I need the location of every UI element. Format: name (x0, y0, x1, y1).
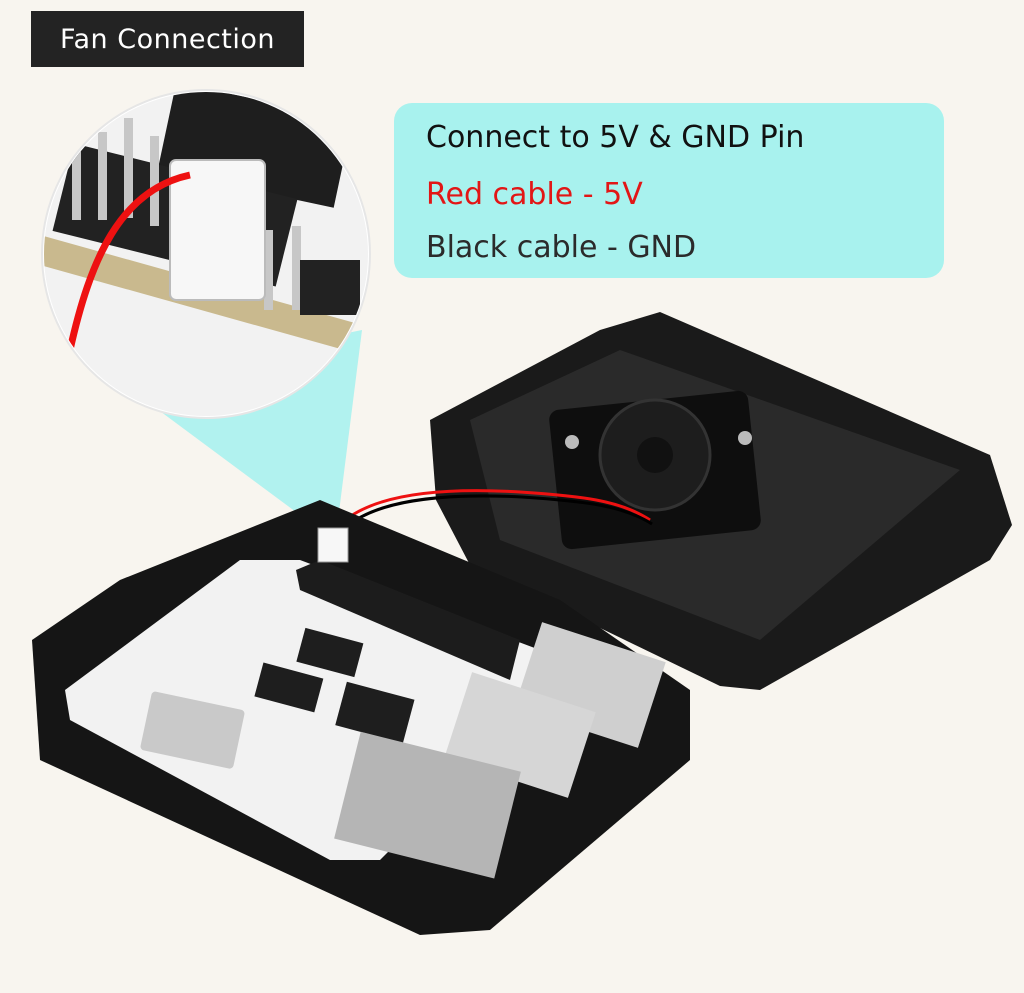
title-text: Fan Connection (59, 23, 276, 55)
gpio-header (296, 560, 520, 680)
black-cable-line: Black cable - GND (426, 230, 697, 265)
magnified-view (41, 89, 371, 419)
ethernet-port (334, 731, 521, 879)
info-callout: Connect to 5V & GND Pin Red cable - 5V B… (394, 103, 944, 278)
red-cable-line: Red cable - 5V (426, 177, 643, 212)
fan-connector-zoomed (169, 159, 266, 301)
fan-connector (317, 527, 349, 563)
case-base (32, 500, 690, 935)
case-lid (430, 312, 1012, 690)
instruction-line: Connect to 5V & GND Pin (426, 120, 805, 155)
fan-cable (333, 489, 651, 531)
hdmi-port (140, 691, 245, 769)
title-badge: Fan Connection (31, 11, 304, 67)
